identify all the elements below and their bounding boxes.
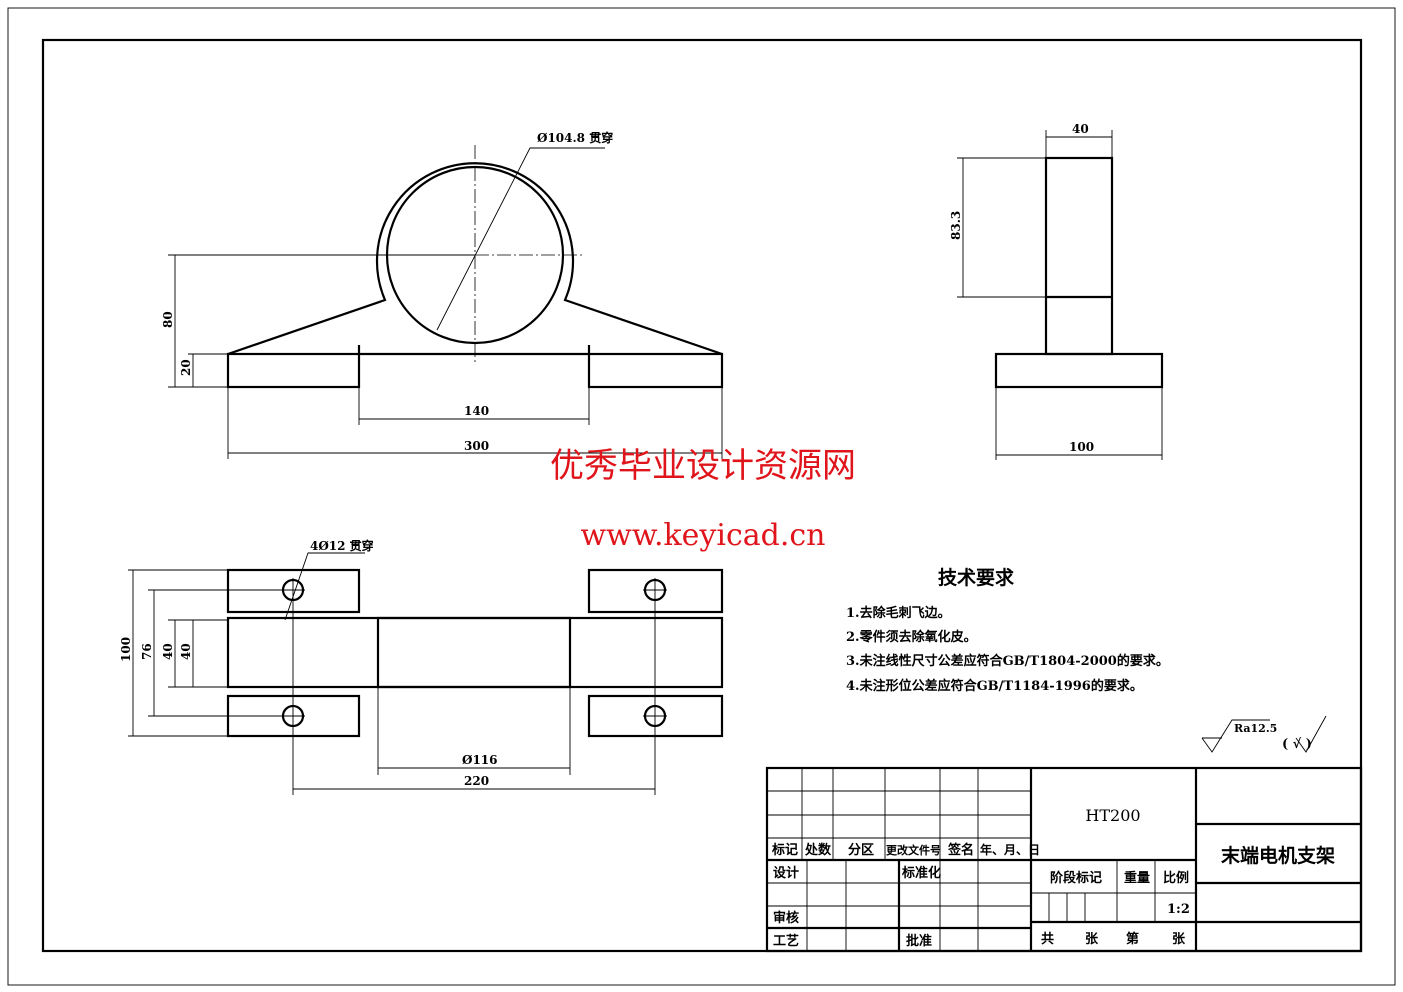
drawing-frame: [41, 38, 1363, 953]
scale-value: 1:2: [1167, 902, 1190, 917]
watermark-url: www.keyicad.cn: [580, 518, 825, 553]
dim-bore: Ø104.8 贯穿: [537, 130, 613, 145]
dim-83-3: 83.3: [949, 211, 963, 240]
dim-140: 140: [464, 404, 489, 418]
dim-40b: 40: [179, 643, 193, 660]
dim-20: 20: [179, 359, 193, 376]
dim-40: 40: [1072, 122, 1089, 136]
sheet-total-label: 共: [1041, 931, 1054, 947]
dim-80: 80: [161, 311, 175, 328]
part-name: 末端电机支架: [1221, 844, 1335, 867]
tech-req-item: 4.未注形位公差应符合GB/T1184-1996的要求。: [846, 678, 1143, 694]
label-weight: 重量: [1124, 870, 1150, 886]
roughness-value: Ra12.5: [1234, 722, 1277, 735]
roughness-other: ( √ ): [1282, 737, 1312, 752]
sheet-number-label: 第: [1126, 931, 1139, 947]
sheet-unit-label-2: 张: [1172, 932, 1186, 947]
label-stage-mark: 阶段标记: [1050, 870, 1102, 886]
label-scale: 比例: [1163, 870, 1189, 886]
label-process: 工艺: [773, 933, 799, 949]
side-view: 40 83.3 100: [949, 122, 1164, 460]
dim-220: 220: [464, 774, 489, 788]
material: HT200: [1085, 806, 1140, 825]
dim-76: 76: [140, 643, 154, 660]
header-count: 处数: [804, 842, 832, 858]
header-date: 年、月、日: [980, 842, 1040, 857]
tech-req-item: 3.未注线性尺寸公差应符合GB/T1804-2000的要求。: [846, 653, 1169, 669]
label-design: 设计: [773, 865, 799, 881]
dim-holes: 4Ø12 贯穿: [310, 538, 374, 553]
tech-requirements: 技术要求 1.去除毛刺飞边。 2.零件须去除氧化皮。 3.未注线性尺寸公差应符合…: [846, 566, 1169, 694]
header-change-doc: 更改文件号: [886, 843, 941, 857]
top-view: 4Ø12 贯穿 100 76 40 40 Ø116 220: [119, 538, 724, 795]
dim-100-side: 100: [1069, 440, 1094, 454]
label-review: 审核: [773, 910, 799, 926]
header-signature: 签名: [947, 842, 974, 858]
dim-300: 300: [464, 439, 489, 453]
watermark-title: 优秀毕业设计资源网: [550, 446, 856, 486]
label-standardization: 标准化: [901, 865, 941, 881]
dim-40a: 40: [161, 643, 175, 660]
tech-req-item: 2.零件须去除氧化皮。: [846, 629, 977, 645]
front-view: Ø104.8 贯穿 80 20 140 300: [161, 130, 724, 459]
dim-100-top: 100: [119, 637, 133, 662]
sheet-unit-label: 张: [1085, 932, 1099, 947]
header-mark: 标记: [771, 842, 798, 858]
tech-req-title: 技术要求: [938, 566, 1015, 589]
dim-116: Ø116: [462, 753, 498, 767]
tech-req-item: 1.去除毛刺飞边。: [846, 605, 951, 621]
roughness-symbol: Ra12.5 ( √ ): [1201, 715, 1327, 753]
title-block: 标记 处数 分区 更改文件号 签名 年、月、日 设计 标准化 审核 工艺 批准 …: [765, 766, 1363, 953]
label-approve: 批准: [906, 933, 932, 949]
outer-border: [7, 7, 1396, 986]
header-zone: 分区: [848, 842, 874, 858]
